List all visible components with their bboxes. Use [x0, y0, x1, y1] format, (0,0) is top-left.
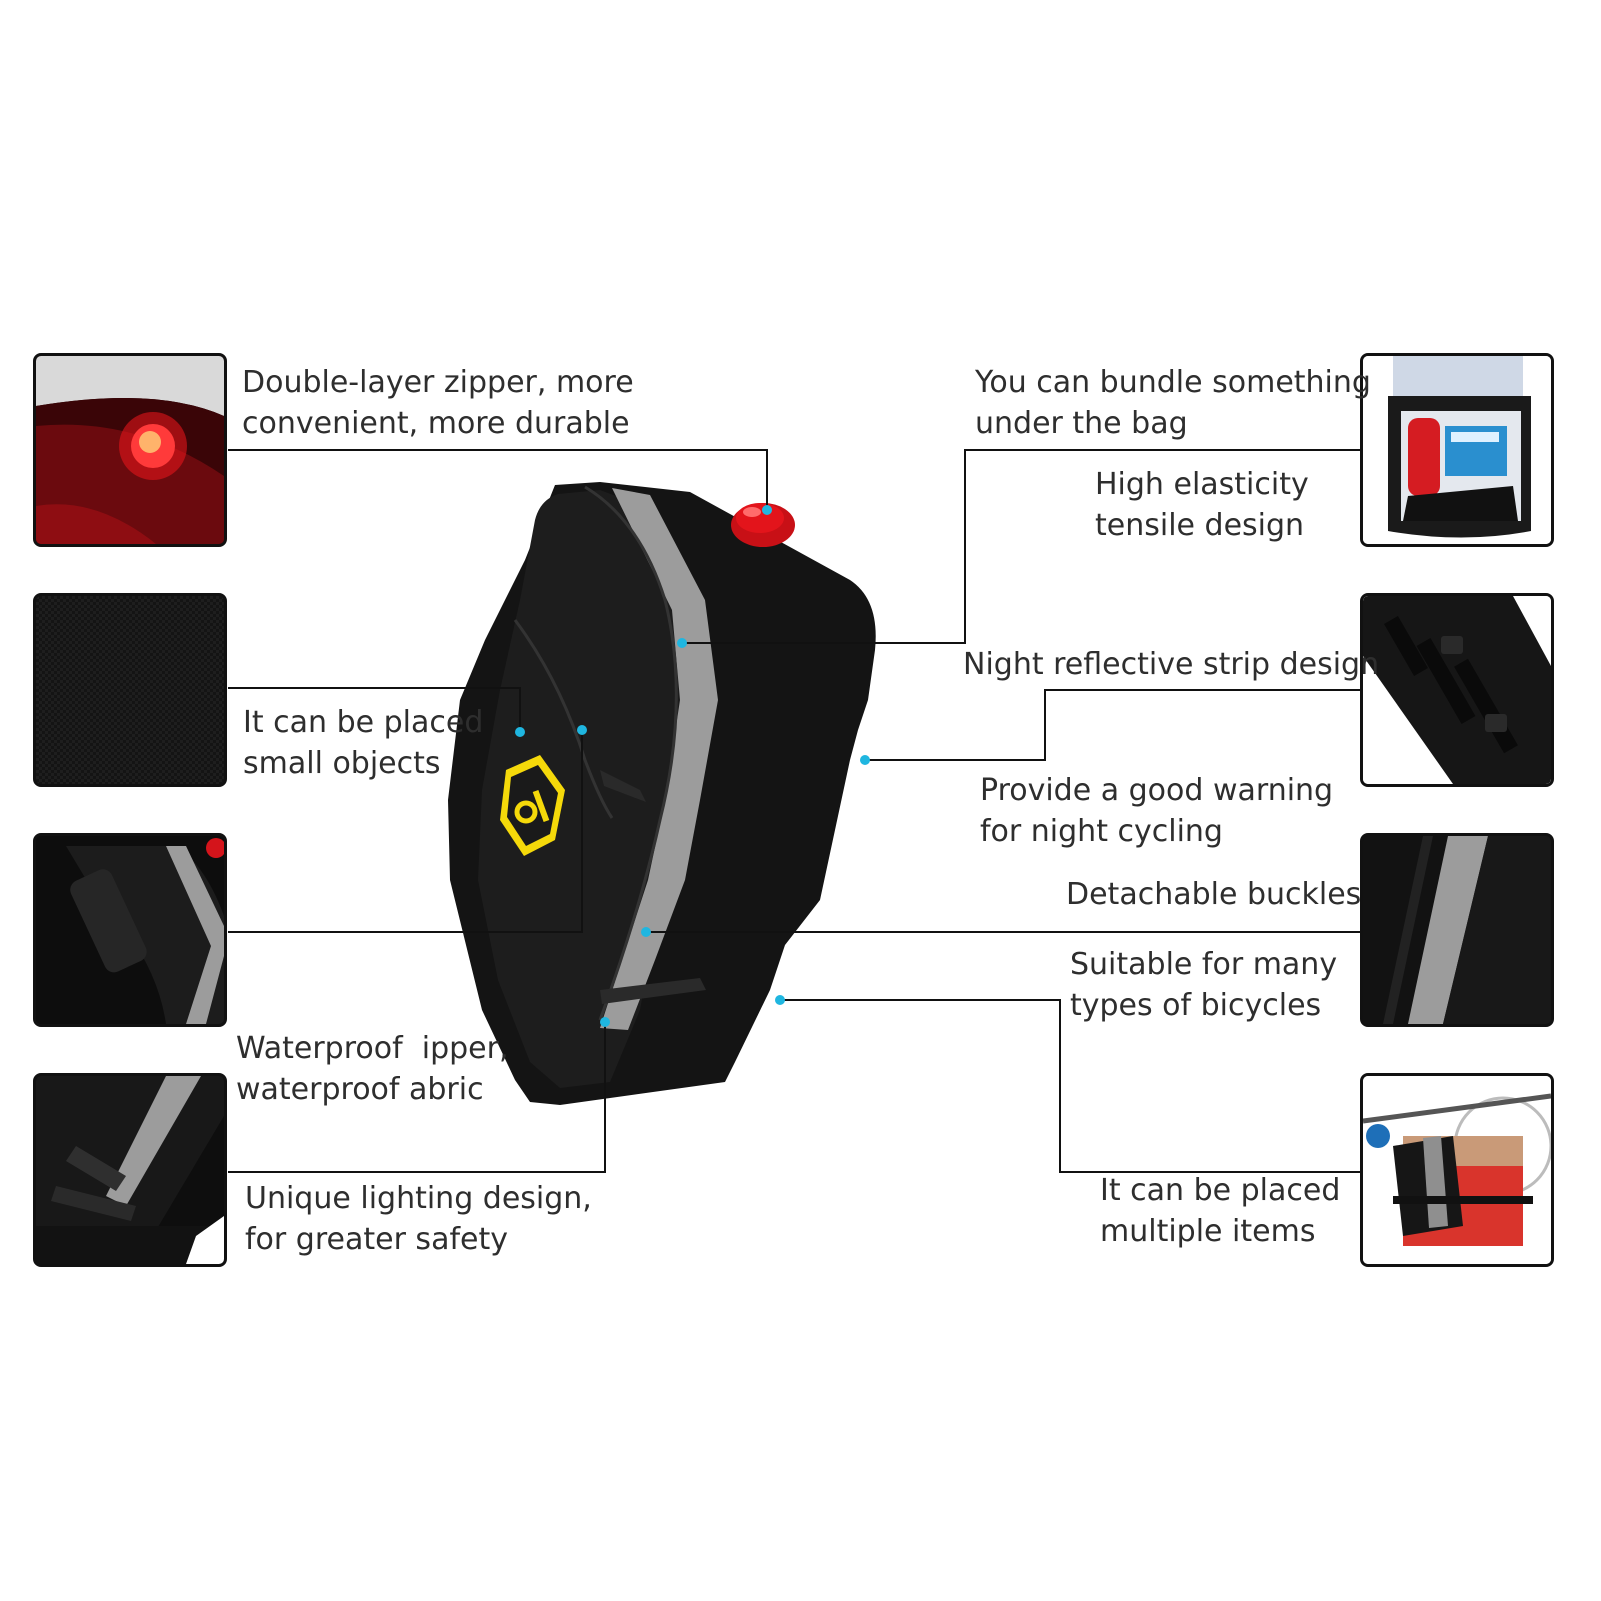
- label-small-objects: It can be placed small objects: [243, 702, 483, 784]
- label-elastic-line2: tensile design: [1095, 508, 1305, 543]
- label-bicycles-line1: Suitable for many: [1070, 947, 1338, 982]
- label-multiple: It can be placed multiple items: [1100, 1170, 1340, 1252]
- thumbnail-open-bag: [1360, 353, 1554, 547]
- label-bundle: You can bundle something under the bag: [975, 362, 1371, 444]
- label-buckles-line1: Detachable buckles: [1066, 877, 1362, 912]
- label-zipper-line2: convenient, more durable: [242, 406, 630, 441]
- label-small-objects-line1: It can be placed: [243, 705, 484, 740]
- label-reflective-line1: Night reflective strip design: [963, 647, 1380, 682]
- thumbnail-fabric-texture: [33, 593, 227, 787]
- saddle-bag-illustration: [448, 482, 876, 1105]
- label-zipper: Double-layer zipper, more convenient, mo…: [242, 362, 634, 444]
- label-bundle-line2: under the bag: [975, 406, 1188, 441]
- label-zipper-line1: Double-layer zipper, more: [242, 365, 634, 400]
- label-small-objects-line2: small objects: [243, 746, 441, 781]
- label-waterproof-line1: Waterproof ipper,: [236, 1031, 509, 1066]
- callout-dots: [515, 505, 870, 1027]
- thumbnail-tail-light: [33, 353, 227, 547]
- reflective-strip: [600, 488, 718, 1030]
- label-multiple-line1: It can be placed: [1100, 1173, 1341, 1208]
- label-bundle-line1: You can bundle something: [975, 365, 1371, 400]
- label-lighting-line1: Unique lighting design,: [245, 1181, 592, 1216]
- label-bicycles: Suitable for many types of bicycles: [1070, 944, 1337, 1026]
- thumbnail-side-pocket: [33, 833, 227, 1027]
- label-reflective: Night reflective strip design: [963, 644, 1379, 685]
- thumbnail-buckle-straps: [1360, 593, 1554, 787]
- logo-badge: [500, 755, 565, 856]
- leader-lines: [228, 449, 1360, 1173]
- label-bicycles-line2: types of bicycles: [1070, 988, 1322, 1023]
- label-elastic-line1: High elasticity: [1095, 467, 1309, 502]
- label-waterproof: Waterproof ipper, waterproof abric: [236, 1028, 509, 1110]
- label-warning-line1: Provide a good warning: [980, 773, 1334, 808]
- label-multiple-line2: multiple items: [1100, 1214, 1316, 1249]
- thumbnail-bag-on-bicycle: [1360, 1073, 1554, 1267]
- thumbnail-zipper-pull: [33, 1073, 227, 1267]
- label-elastic: High elasticity tensile design: [1095, 464, 1309, 546]
- label-buckles: Detachable buckles: [1066, 874, 1361, 915]
- label-lighting-line2: for greater safety: [245, 1222, 508, 1257]
- thumbnail-reflective-strip: [1360, 833, 1554, 1027]
- label-waterproof-line2: waterproof abric: [236, 1072, 484, 1107]
- label-lighting: Unique lighting design, for greater safe…: [245, 1178, 592, 1260]
- label-warning-line2: for night cycling: [980, 814, 1223, 849]
- label-warning: Provide a good warning for night cycling: [980, 770, 1333, 852]
